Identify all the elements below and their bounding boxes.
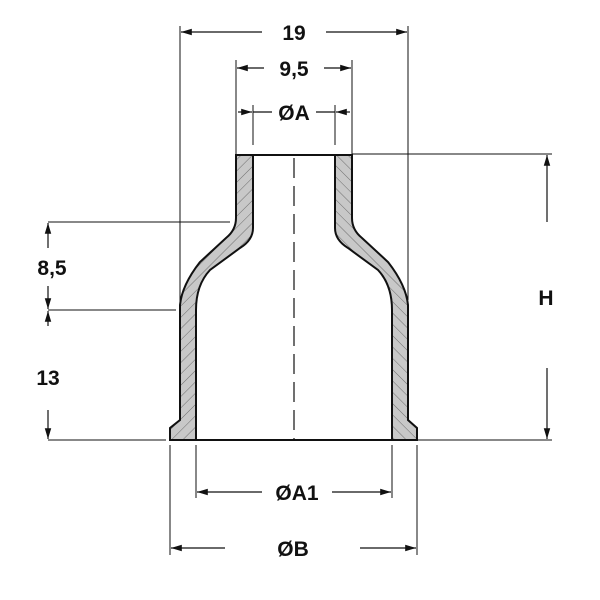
dim-outer-diameter-bottom: ØB	[277, 538, 309, 561]
left-wall-section	[169, 154, 254, 441]
dim-base-height: 13	[36, 367, 59, 390]
dim-overall-width: 19	[282, 22, 305, 45]
dim-total-height: H	[538, 287, 553, 310]
right-wall-section	[334, 154, 418, 441]
dimension-lines	[44, 28, 551, 552]
dim-inner-diameter-top: ØA	[278, 102, 310, 125]
dim-inner-diameter-bottom: ØA1	[275, 482, 319, 505]
dim-transition-height: 8,5	[37, 257, 67, 280]
dim-neck-width: 9,5	[279, 58, 309, 81]
